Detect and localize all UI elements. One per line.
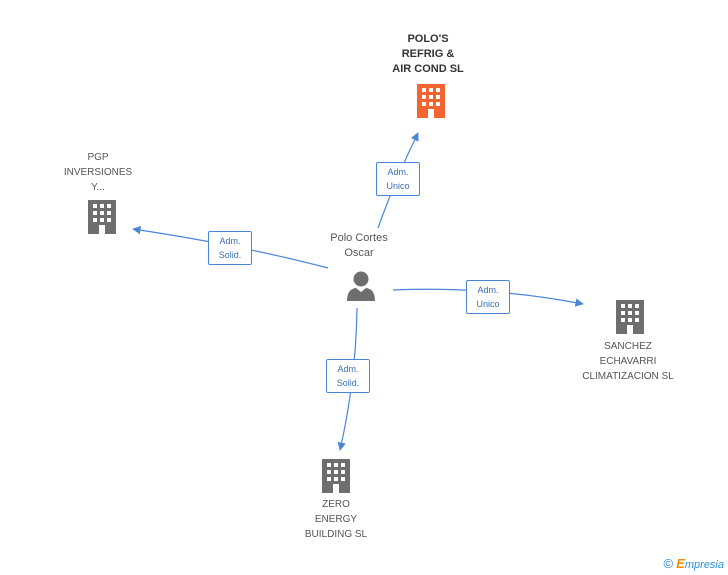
building-icon[interactable] (615, 300, 645, 334)
edge-label-top[interactable]: Adm. Unico (376, 162, 420, 196)
company-label-right[interactable]: SANCHEZ ECHAVARRI CLIMATIZACION SL (582, 341, 674, 382)
building-icon[interactable] (87, 200, 117, 234)
person-icon[interactable] (346, 270, 376, 302)
brand-name: mpresia (684, 559, 724, 571)
edge-label-left[interactable]: Adm. Solid. (208, 231, 252, 265)
person-label[interactable]: Polo Cortes Oscar (330, 232, 388, 259)
copyright-symbol: © (663, 556, 674, 571)
edge-label-bottom[interactable]: Adm. Solid. (326, 359, 370, 393)
building-icon[interactable] (321, 459, 351, 493)
company-label-left[interactable]: PGP INVERSIONES Y... (63, 152, 133, 193)
edge-label-right[interactable]: Adm. Unico (466, 280, 510, 314)
company-label-bottom[interactable]: ZERO ENERGY BUILDING SL (304, 499, 368, 540)
brand-initial: E (676, 556, 685, 571)
company-label-top[interactable]: POLO'S REFRIG & AIR COND SL (392, 33, 464, 75)
building-icon[interactable] (416, 84, 446, 118)
footer-brand[interactable]: © Empresia (664, 556, 724, 571)
